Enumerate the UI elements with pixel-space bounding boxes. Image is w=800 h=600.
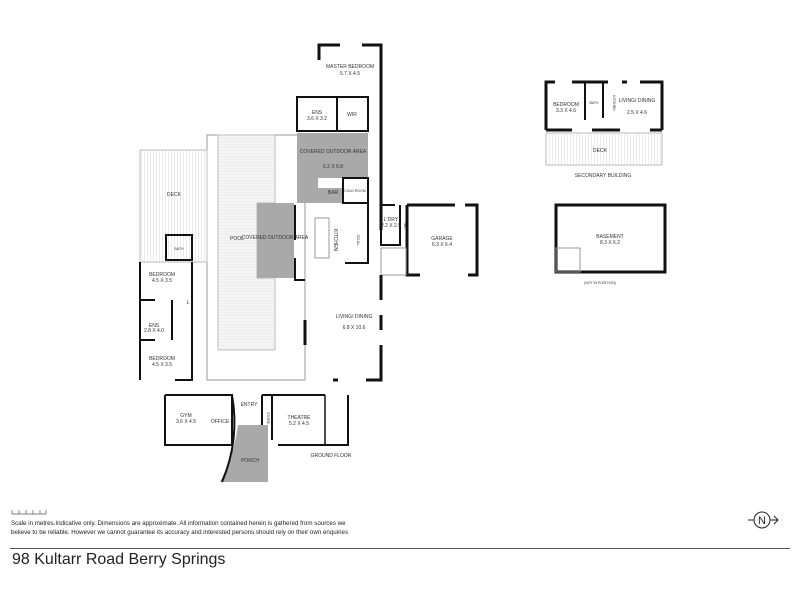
disclaimer-line-1: Scale in metres.Indicative only. Dimensi… [11,520,346,527]
living-dining-size: 6.8 X 10.6 [343,325,366,331]
secondary-deck-label: DECK [593,148,608,154]
secondary-bedroom-size: 3.3 X 4.6 [556,108,576,114]
wc-label: WC [403,223,407,229]
covered-outdoor-2-name: COVERED OUTDOOR AREA [242,235,309,241]
linen-label: L [187,300,190,306]
laundry-walls [380,204,401,246]
ens-label: ENS [312,110,323,116]
disclaimer: Scale in metres.Indicative only. Dimensi… [11,519,431,537]
master-bedroom-walls [317,43,383,230]
north-label: N [758,515,766,527]
porch-area [220,425,268,482]
ens-wir-block [296,96,369,132]
scullery-label: SCULL [356,234,360,245]
kitchen-walls [294,200,369,281]
secondary-deck [545,132,663,166]
garage-walls [405,203,479,277]
cold-room-label: COLD ROOM [344,189,366,193]
footer-divider [10,548,790,549]
pool-label: POOL [230,236,244,242]
bar-counter [318,178,342,188]
theatre-name: THEATRE [288,415,312,421]
bedroom-1-name: BEDROOM [149,272,175,278]
bedroom-2-size: 4.5 X 3.5 [152,362,172,368]
basement-note: (NOT IN POSITION) [584,281,616,285]
covered-outdoor-area-2 [257,203,294,278]
ens-2-size: 2.8 X 4.0 [144,328,164,334]
disclaimer-line-2: believe to be reliable. However we canno… [11,529,349,536]
stairs [380,247,407,276]
secondary-living-size: 2.5 X 4.6 [627,110,647,116]
secondary-bedroom-name: BEDROOM [553,102,579,108]
bath-room [165,234,193,261]
cold-room [342,177,369,204]
basement-name: BASEMENT [596,234,624,240]
porch-label: PORCH [241,458,259,464]
entry-label: ENTRY [241,402,259,408]
bedroom-2-name: BEDROOM [149,356,175,362]
secondary-bath-label: BATH [589,101,599,105]
living-dining-name: LIVING/ DINING [336,314,373,320]
bath-label: BATH [174,247,184,251]
garage-size: 6.3 X 6.4 [432,242,452,248]
gym-size: 3.6 X 4.5 [176,419,196,425]
kitchen-label: KITCHEN [332,229,338,251]
ens-size: 3.6 X 3.2 [307,116,327,122]
laundry-size: 2.2 X 2.5 [381,223,401,229]
master-bedroom-name: MASTER BEDROOM [326,64,374,70]
gym-name: GYM [180,413,191,419]
secondary-building-label: SECONDARY BUILDING [575,173,632,179]
living-dining-walls [333,275,383,382]
kitchen-island [314,217,330,259]
wir-label: WIR [347,112,357,118]
basement-walls [554,203,667,274]
property-address-title: 98 Kultarr Road Berry Springs [12,551,226,568]
deck-label: DECK [167,192,182,198]
north-arrow-icon: N [748,511,779,529]
secondary-building-walls [544,80,664,132]
theatre-size: 5.2 X 4.5 [289,421,309,427]
store-label: STORE [266,412,270,425]
laundry-name: L'DRY [384,217,399,223]
secondary-living-name: LIVING/ DINING [619,98,656,104]
covered-outdoor-1-name: COVERED OUTDOOR AREA [300,149,367,155]
ens-2-name: ENS [149,323,160,329]
curved-entry-wall [221,394,236,483]
master-bedroom-size: 5.7 X 4.5 [340,71,360,77]
basement-stairs [555,247,581,273]
bar-label: BAR [328,190,339,196]
covered-outdoor-1-size: 6.2 X 6.8 [323,164,343,170]
bedroom-1-size: 4.5 X 3.5 [152,278,172,284]
office-label: OFFICE [211,419,230,425]
deck-area [139,149,208,263]
bedroom-wing-walls [139,262,193,381]
scale-bar-icon [11,510,47,515]
garage-name: GARAGE [431,236,453,242]
secondary-kitchen-label: KITCHEN [612,95,616,111]
ground-floor-label: GROUND FLOOR [311,453,352,459]
basement-size: 8.3 X 6.2 [600,240,620,246]
